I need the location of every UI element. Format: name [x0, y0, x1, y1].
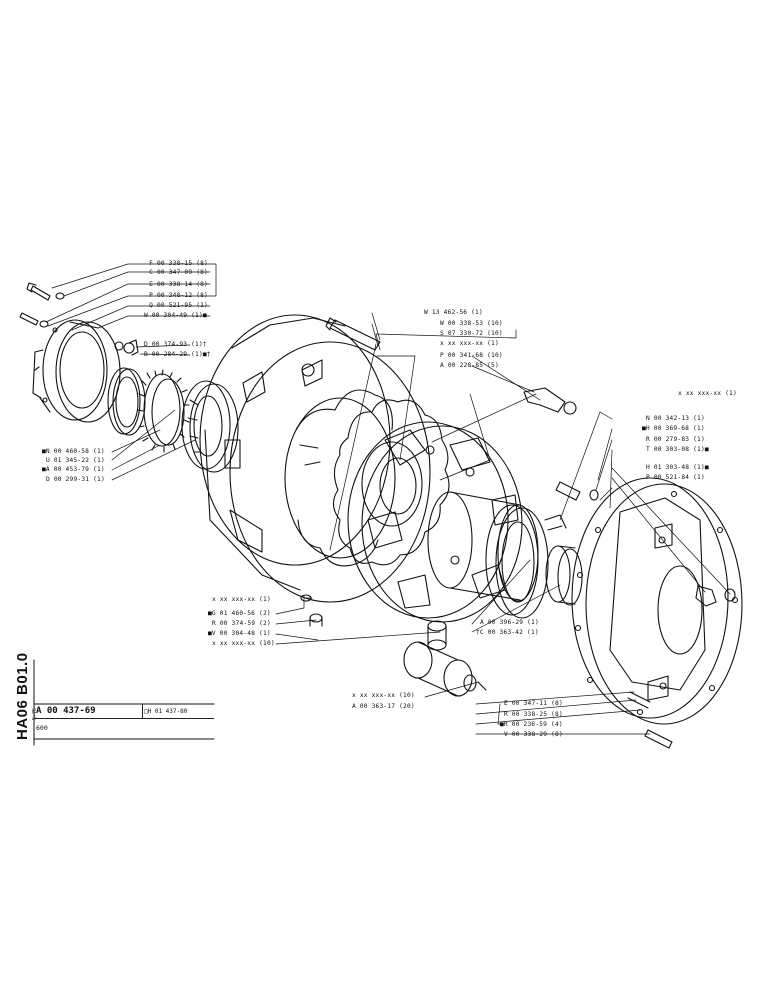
- label-s07330-72: S 07 330-72 (10): [440, 330, 503, 337]
- label-d00374-93: D 00 374-93 (1)†: [144, 341, 207, 348]
- plug-h00369: [555, 481, 599, 501]
- cover-flange: [32, 319, 121, 423]
- seal-ring: [107, 367, 146, 436]
- pin-small: [427, 620, 447, 651]
- label-v00338-29: V 00 338-29 (8): [504, 731, 563, 738]
- bolt-v00338: [627, 691, 673, 749]
- label-e00338-14: E 00 338-14 (8): [149, 281, 208, 288]
- label-a00453-79: ■A 00 453-79 (1): [42, 466, 105, 473]
- bolt-f00338: [26, 282, 51, 301]
- label-t00303-08: T 00 303-08 (1)■: [646, 446, 709, 453]
- label-p00348-12: P 00 348-12 (8): [149, 292, 208, 299]
- label-n00460-58: ■N 00 460-58 (1): [42, 448, 105, 455]
- title-row: A 00 437-69 □H 01 437-80: [34, 704, 214, 719]
- label-w00304-49: W 00 304-49 (1)■: [144, 312, 207, 319]
- title-sub: 600: [36, 724, 48, 732]
- label-c00347-09: C 00 347-09 (8): [149, 269, 208, 276]
- label-x-right: x xx xxx-xx (1): [678, 390, 737, 397]
- title-code: A 00 437-69: [36, 706, 96, 716]
- label-n00342-13: N 00 342-13 (1): [646, 415, 705, 422]
- sheet-code-text: HA06 B01.0: [14, 652, 31, 740]
- label-a00363-17: A 00 363-17 (20): [352, 703, 415, 710]
- bearing-right: [485, 504, 549, 619]
- label-d00299-31: D 00 299-31 (1): [46, 476, 105, 483]
- label-a00228-85: A 00 228-85 (5): [440, 362, 499, 369]
- label-c00363-42: †C 00 363-42 (1): [476, 629, 539, 636]
- label-g01460-56: ■G 01 460-56 (2): [208, 610, 271, 617]
- label-a00396-29: A 00 396-29 (1): [480, 619, 539, 626]
- sheet-code: HA06 B01.0 5-76: [14, 652, 38, 740]
- label-r00338-25: R 00 338-25 (8): [504, 711, 563, 718]
- title-block: A 00 437-69 □H 01 437-80 600: [34, 704, 214, 738]
- label-h01303-48: H 01 303-48 (1)■: [646, 464, 709, 471]
- gear-wheel: [332, 399, 450, 566]
- rotor: [347, 421, 523, 623]
- label-u01345-22: U 01 345-22 (1): [46, 457, 105, 464]
- plug-d00374: [114, 339, 139, 356]
- label-x-left2: x xx xxx-xx (10): [212, 640, 275, 647]
- label-b00284-29: B 00 284-29 (1)■†: [144, 351, 211, 358]
- label-x-top1: x xx xxx-xx (1): [440, 340, 499, 347]
- label-e00347-11: E 00 347-11 (8): [504, 700, 563, 707]
- bearing-left: [181, 380, 239, 473]
- label-r00279-83: R 00 279-83 (1): [646, 436, 705, 443]
- label-x-left1: x xx xxx-xx (1): [212, 596, 271, 603]
- label-q00521-95: Q 00 521-95 (1): [149, 302, 208, 309]
- label-h00369-68: ■H 00 369-68 (1): [642, 425, 705, 432]
- label-w00338-53: W 00 338-53 (10): [440, 320, 503, 327]
- bolt-e00338: [19, 312, 49, 328]
- label-r00374-59: R 00 374-59 (2): [212, 620, 271, 627]
- pointer-bracket: [695, 585, 736, 607]
- stud-w13462: [325, 317, 381, 351]
- main-housing: [199, 314, 431, 603]
- label-w13462-56: W 13 462-56 (1): [424, 309, 483, 316]
- title-divider: [142, 704, 143, 718]
- label-p00521-84: P 00 521-84 (1): [646, 474, 705, 481]
- lever-p00341: [523, 387, 577, 415]
- washer-c00347: [55, 292, 65, 300]
- label-p00341-68: P 00 341-68 (10): [440, 352, 503, 359]
- label-f00338-15: F 00 338-15 (8): [149, 260, 208, 267]
- end-cover: [571, 477, 743, 725]
- label-r00236-59: ■R 00 236-59 (4): [500, 721, 563, 728]
- pin-a00363: [403, 641, 487, 697]
- gear-ring: [137, 369, 190, 453]
- label-v00304-48: ■V 00 304-48 (1): [208, 630, 271, 637]
- title-ref: □H 01 437-80: [144, 708, 188, 715]
- leader-lines: [45, 263, 731, 735]
- label-x-mid: x xx xxx-xx (10): [352, 692, 415, 699]
